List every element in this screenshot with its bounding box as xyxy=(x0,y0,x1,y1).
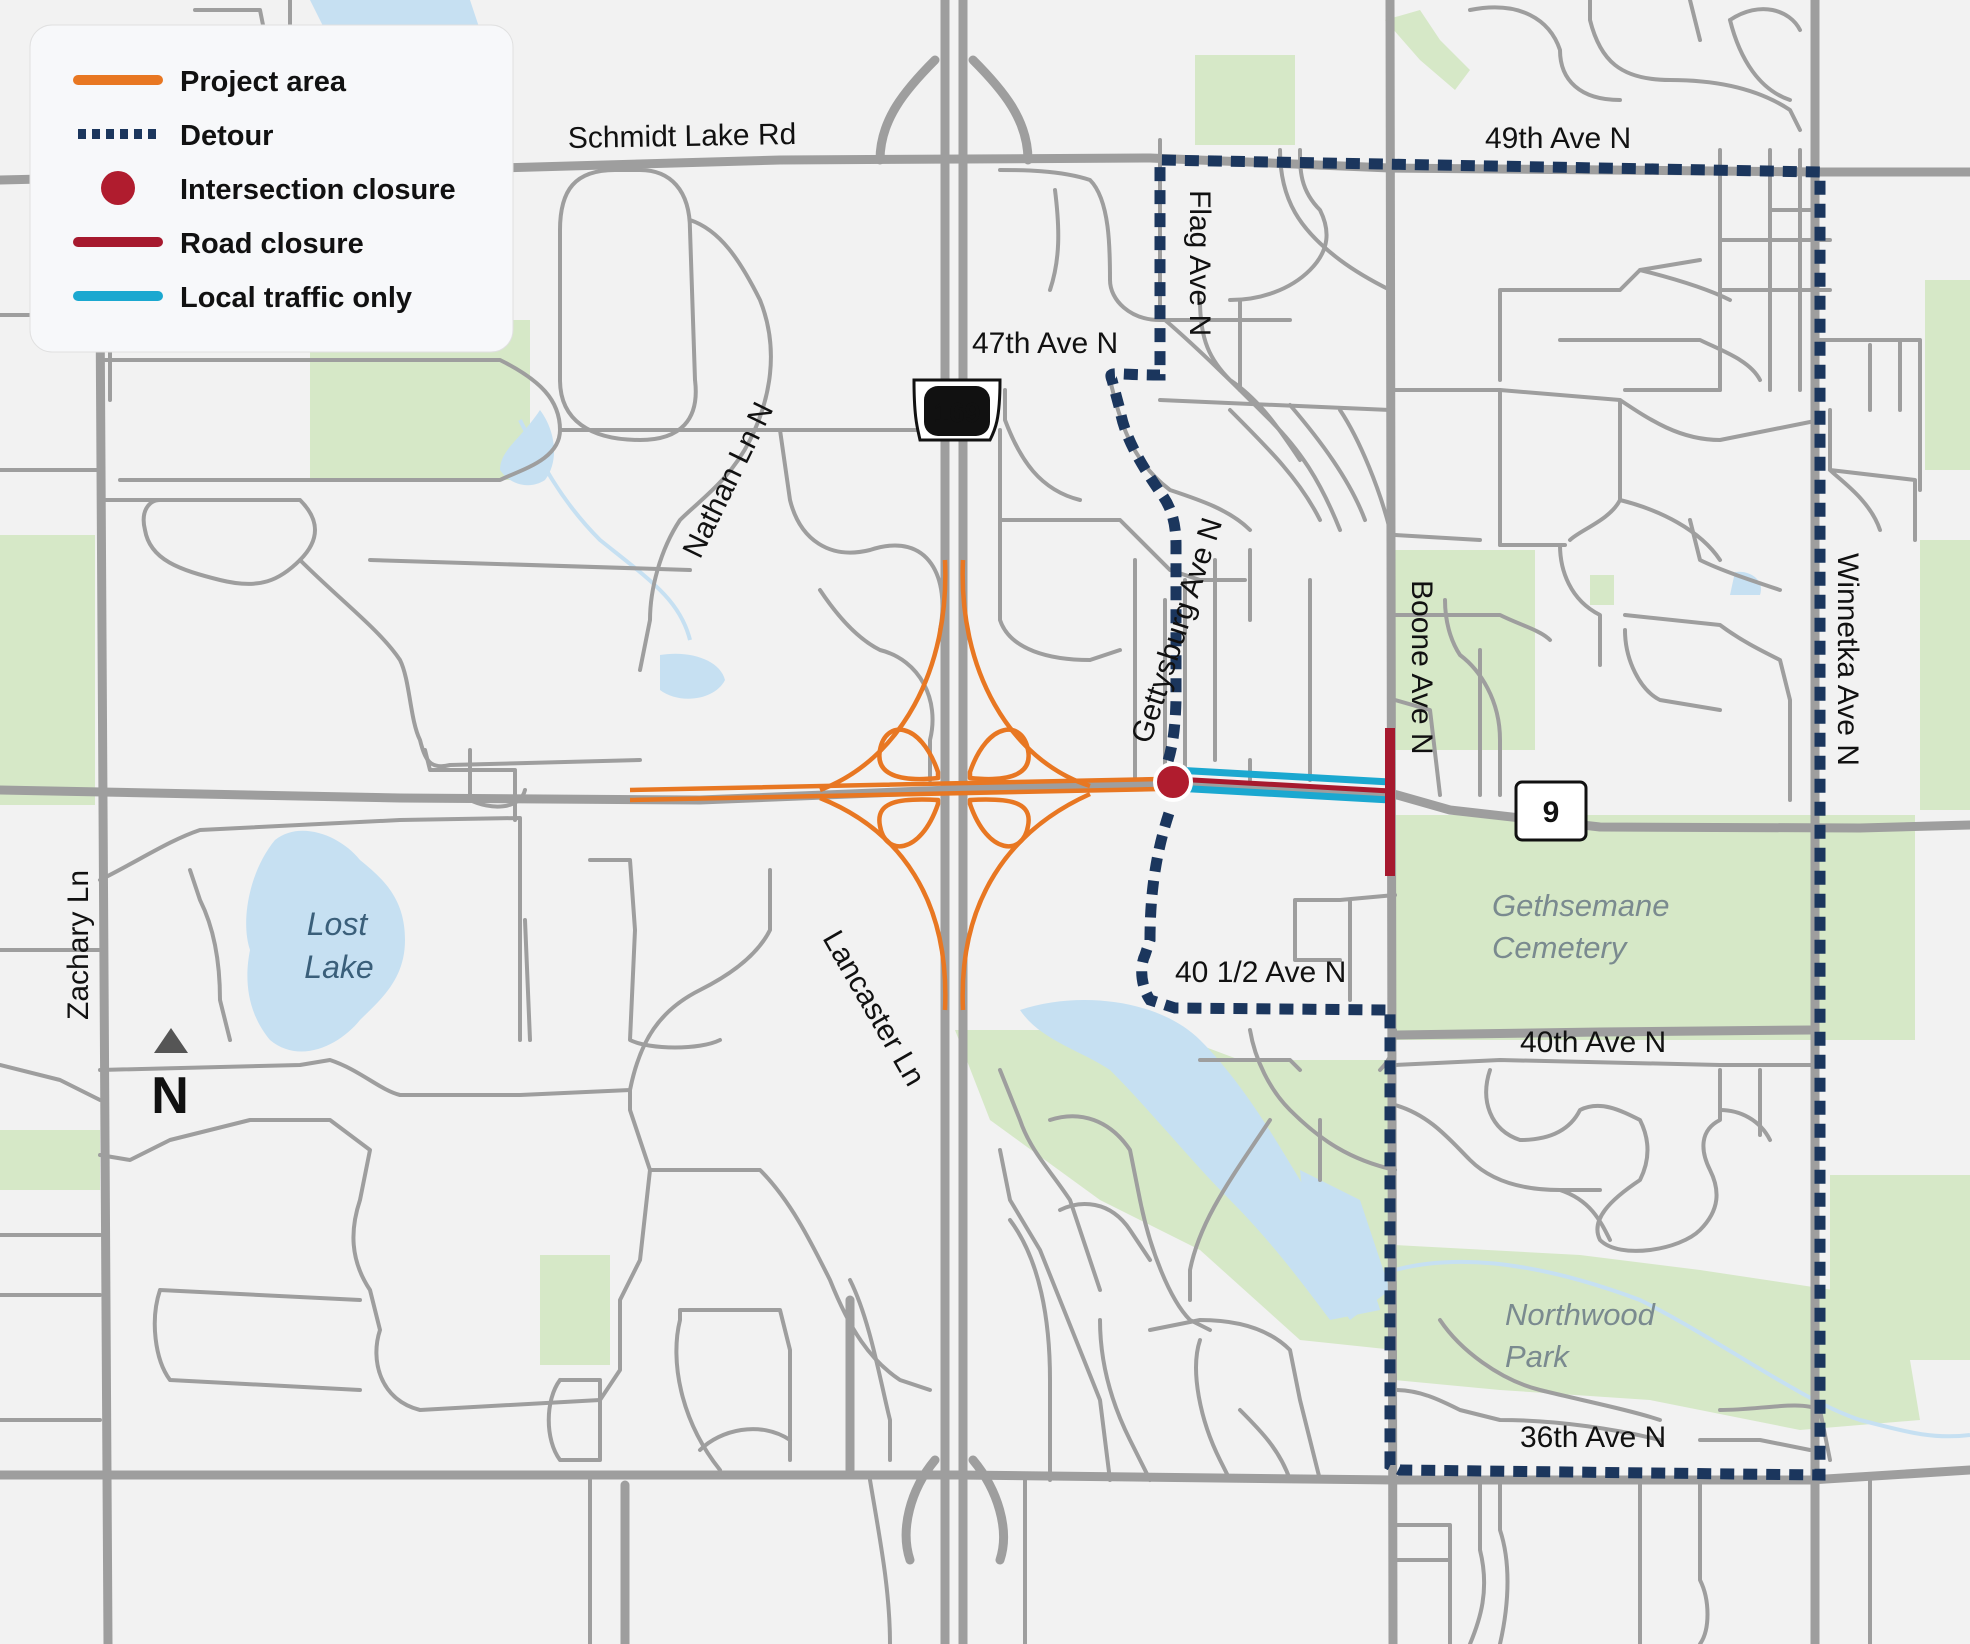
park-label-2: Park xyxy=(1505,1339,1570,1374)
lost-lake-label-1: Lost xyxy=(307,906,369,942)
flag-ave-label: Flag Ave N xyxy=(1183,190,1216,336)
winnetka-ave-label: Winnetka Ave N xyxy=(1831,553,1864,766)
cemetery-label-2: Cemetery xyxy=(1492,930,1629,965)
legend-item-intersection-closure: Intersection closure xyxy=(180,174,456,206)
boone-ave-label: Boone Ave N xyxy=(1405,580,1438,755)
park-label-1: Northwood xyxy=(1505,1297,1657,1332)
legend-item-local-traffic: Local traffic only xyxy=(180,282,412,314)
minor-roads xyxy=(0,0,1922,1644)
water xyxy=(246,0,1761,1320)
legend-item-project-area: Project area xyxy=(180,66,347,98)
legend-item-detour: Detour xyxy=(180,120,273,152)
avenue-40 xyxy=(1390,1025,1815,1040)
intersection-closure-marker xyxy=(1153,762,1193,802)
us-169-shield: 169 xyxy=(912,378,1002,442)
zachary-ln xyxy=(95,295,113,1644)
local-traffic-segment xyxy=(1174,766,1391,804)
cr-9-shield: 9 xyxy=(1514,780,1588,842)
schmidt-lake-rd-label: Schmidt Lake Rd xyxy=(568,118,797,155)
cr-9-shield-label: 9 xyxy=(1543,796,1560,829)
detour-route xyxy=(1105,154,1826,1481)
49th-ave-label: 49th Ave N xyxy=(1485,122,1631,155)
creek xyxy=(518,419,1970,1439)
us-169-shield-label: 169 xyxy=(934,397,981,428)
north-arrow: N xyxy=(151,1028,189,1125)
intersection-closure-swatch xyxy=(101,171,135,205)
place-labels: Lost Lake Gethsemane Cemetery Northwood … xyxy=(304,888,1669,1374)
cemetery-label-1: Gethsemane xyxy=(1492,888,1670,923)
legend: Project area Detour Intersection closure… xyxy=(29,24,514,353)
lost-lake xyxy=(246,830,405,1052)
36th-ave-label: 36th Ave N xyxy=(1520,1421,1666,1454)
legend-panel xyxy=(29,24,514,353)
lost-lake-label-2: Lake xyxy=(304,949,373,985)
40th-ave-label: 40th Ave N xyxy=(1520,1026,1666,1059)
zachary-ln-label: Zachary Ln xyxy=(62,870,95,1020)
40-half-ave-label: 40 1/2 Ave N xyxy=(1175,956,1346,989)
legend-item-road-closure: Road closure xyxy=(180,228,364,260)
county-road-9 xyxy=(0,778,1970,833)
north-arrow-icon xyxy=(154,1028,188,1053)
project-area xyxy=(629,559,1161,1011)
north-arrow-label: N xyxy=(151,1067,189,1125)
47th-ave-label: 47th Ave N xyxy=(972,327,1118,360)
